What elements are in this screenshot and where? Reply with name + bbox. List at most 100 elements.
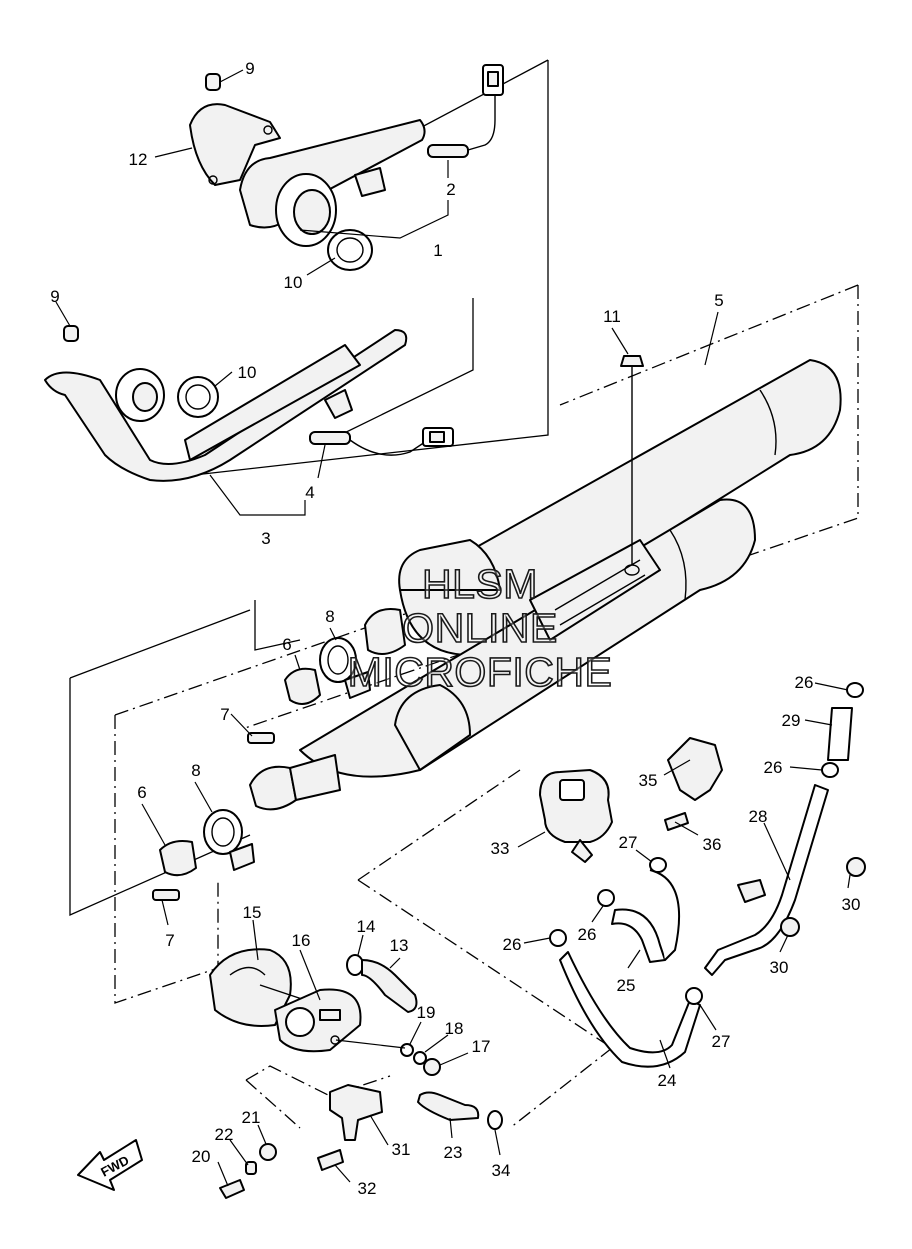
part-26-clamp-left	[549, 929, 567, 947]
callout-1: 1	[433, 241, 442, 260]
callout-10-lower: 10	[238, 363, 257, 382]
callout-23: 23	[444, 1143, 463, 1162]
part-16-reed-valve	[274, 988, 362, 1053]
dashed-frame-left	[114, 715, 219, 1004]
callout-8-lower: 8	[191, 761, 200, 780]
part-6-gasket-lower	[159, 840, 197, 877]
callout-7-upper: 7	[220, 705, 229, 724]
part-2-o2-sensor-upper	[427, 64, 504, 158]
callout-7-lower: 7	[165, 931, 174, 950]
callout-28: 28	[749, 807, 768, 826]
callout-33: 33	[491, 839, 510, 858]
part-5-muffler-upper	[398, 359, 842, 656]
part-23-elbow-hose	[417, 1091, 480, 1121]
callout-24: 24	[658, 1071, 677, 1090]
watermark-line-2: ONLINE	[401, 605, 558, 651]
part-15-cover	[209, 948, 306, 1027]
part-19-washer	[400, 1043, 414, 1057]
part-32-bolt	[317, 1149, 344, 1171]
part-9-bolt-upper	[205, 73, 221, 91]
part-4-o2-sensor-lower	[309, 427, 454, 456]
part-26-clamp-middle	[597, 889, 615, 907]
part-29-hose	[827, 707, 853, 761]
part-27-clamp-upper	[649, 857, 667, 873]
callout-27-lower: 27	[712, 1032, 731, 1051]
part-6-gasket-upper	[284, 667, 321, 705]
callout-8-upper: 8	[325, 607, 334, 626]
callout-20: 20	[192, 1147, 211, 1166]
part-5-muffler-lower	[299, 498, 756, 778]
callout-16: 16	[292, 931, 311, 950]
part-27-clamp-lower	[685, 987, 703, 1005]
dashed-frame-ais-2	[357, 879, 613, 1049]
callout-30-lower: 30	[770, 958, 789, 977]
callout-9-upper: 9	[245, 59, 254, 78]
pipe-end-lower	[249, 754, 341, 811]
callout-numbers: 9 12 2 1 10 9 10 4 3 11 5 8 6 7 8 6 7 15…	[50, 59, 860, 1198]
frame-muffler-inner	[254, 600, 301, 651]
callout-34: 34	[492, 1161, 511, 1180]
part-21-grommet	[259, 1143, 277, 1161]
callout-26-right: 26	[764, 758, 783, 777]
part-35-bracket	[667, 737, 723, 801]
fwd-arrow: FWD	[77, 1139, 143, 1191]
callout-26-middle: 26	[578, 925, 597, 944]
callout-4: 4	[305, 483, 314, 502]
callout-26-left: 26	[503, 935, 522, 954]
callout-19: 19	[417, 1003, 436, 1022]
part-7-bolt-lower	[152, 889, 180, 901]
part-10-gasket-upper	[327, 229, 373, 271]
watermark-line-1: HLSM	[421, 561, 538, 607]
dashed-frame-ais	[357, 769, 521, 881]
part-10-gasket-lower	[177, 376, 219, 418]
dashed-frame-bracket	[245, 1065, 391, 1097]
callout-15: 15	[243, 903, 262, 922]
callout-29: 29	[782, 711, 801, 730]
callout-3: 3	[261, 529, 270, 548]
watermark: HLSM ONLINE MICROFICHE	[290, 561, 670, 695]
callout-6-lower: 6	[137, 783, 146, 802]
part-30-bolt-lower	[780, 917, 800, 937]
callout-30-upper: 30	[842, 895, 861, 914]
frame-assembly-3	[329, 298, 474, 441]
callout-11: 11	[603, 307, 621, 326]
part-22-collar	[245, 1161, 257, 1175]
part-36-bolt	[664, 812, 689, 831]
part-25-hose	[611, 869, 681, 963]
callout-32: 32	[358, 1179, 377, 1198]
dashed-frame-ais-3	[509, 1047, 613, 1129]
part-26-clamp-top	[846, 682, 864, 698]
callout-2: 2	[446, 180, 455, 199]
part-13-hose	[361, 959, 418, 1013]
part-34-clamp	[487, 1110, 503, 1130]
watermark-line-3: MICROFICHE	[347, 649, 613, 695]
callout-12: 12	[129, 150, 148, 169]
callout-36: 36	[703, 835, 722, 854]
callout-27-upper: 27	[619, 833, 638, 852]
part-33-air-cut-valve	[539, 769, 613, 863]
callout-6-upper: 6	[282, 635, 291, 654]
part-3-exhaust-pipe	[44, 329, 408, 482]
callout-5: 5	[714, 291, 723, 310]
part-26-clamp-right	[821, 762, 839, 778]
part-12-heat-protector	[189, 103, 281, 186]
callout-21: 21	[242, 1108, 261, 1127]
leader-lines	[55, 69, 851, 1187]
callout-18: 18	[445, 1019, 464, 1038]
callout-35: 35	[639, 771, 658, 790]
callout-22: 22	[215, 1125, 234, 1144]
part-14-clamp-left	[346, 954, 364, 976]
callout-13: 13	[390, 936, 409, 955]
callout-9-lower: 9	[50, 287, 59, 306]
callout-10-upper: 10	[284, 273, 303, 292]
part-11-bolt	[620, 355, 644, 576]
valve-stud-line	[335, 1039, 406, 1049]
part-17-nut	[423, 1058, 441, 1076]
callout-31: 31	[392, 1140, 411, 1159]
part-1-exhaust-pipe	[239, 119, 426, 247]
dashed-frame-bracket-2	[245, 1079, 301, 1129]
part-18-washer	[413, 1051, 427, 1065]
callout-14: 14	[357, 917, 376, 936]
